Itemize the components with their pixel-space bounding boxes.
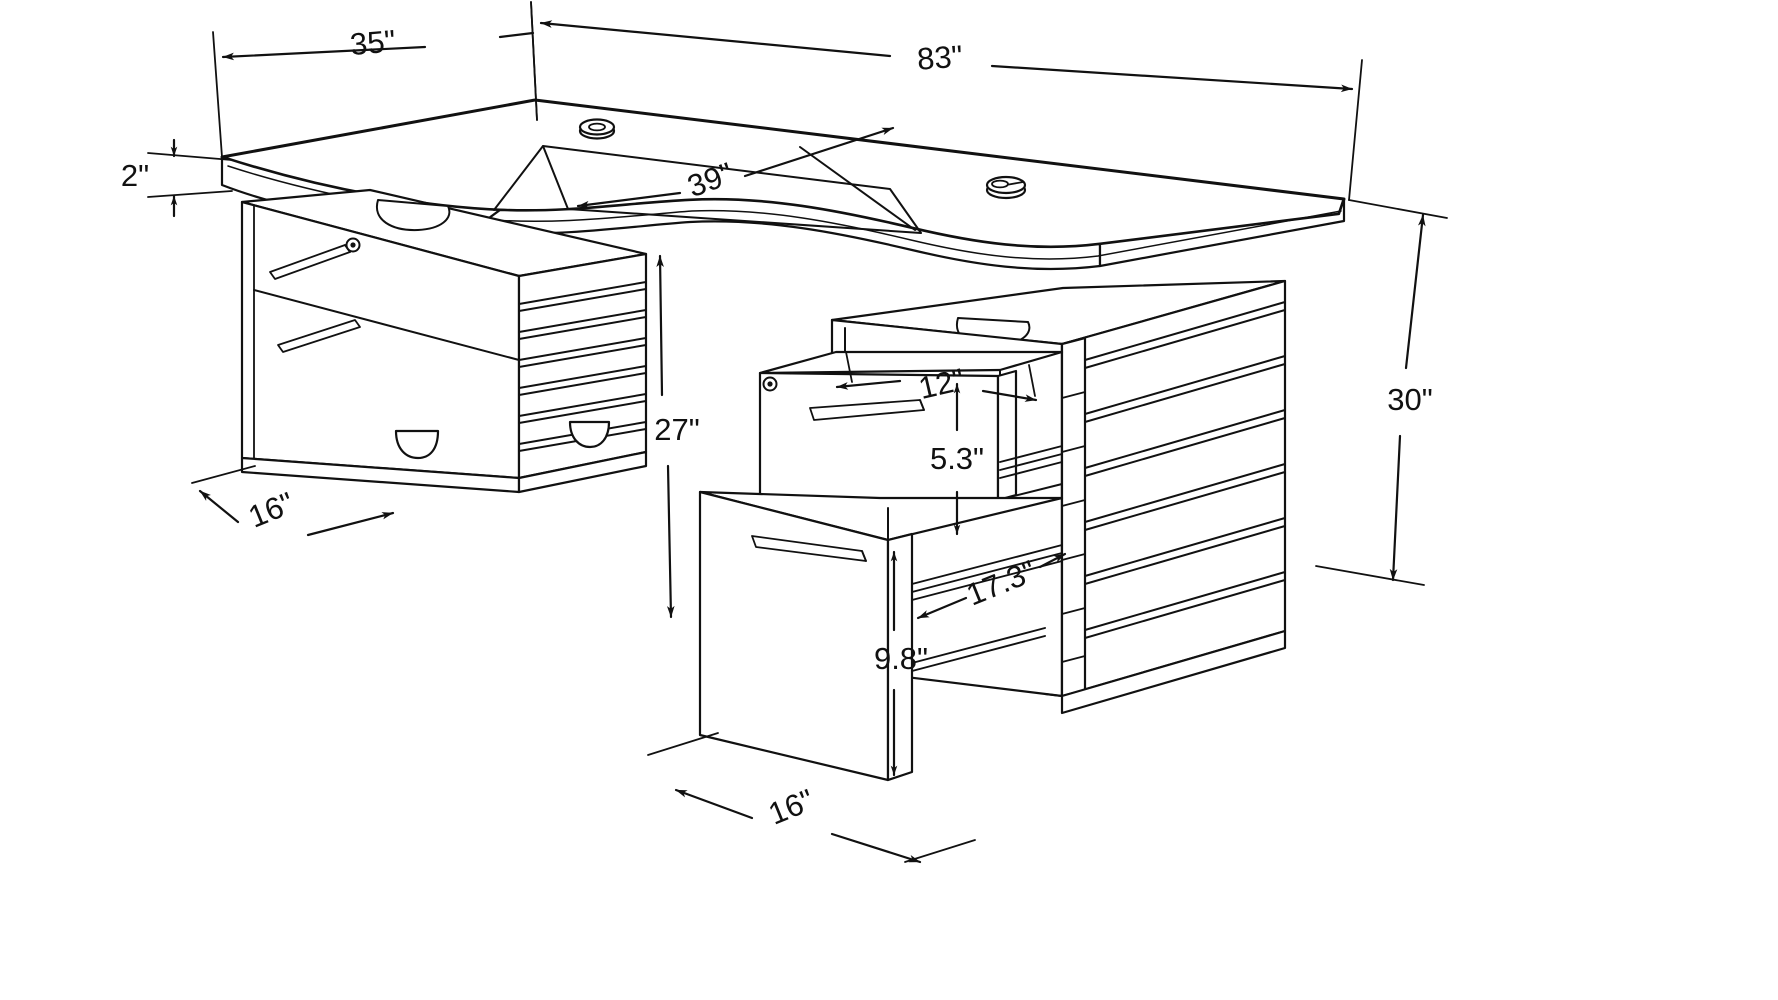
ext-line-30-top bbox=[1348, 199, 1448, 219]
dim-line-30-up bbox=[1404, 213, 1426, 370]
dim-line-173-left bbox=[916, 596, 968, 620]
left-ped-glide-back bbox=[568, 420, 611, 449]
dim-top-width bbox=[530, 1, 1363, 201]
dim-line-16L-right bbox=[306, 511, 395, 537]
ext-line-16L-a bbox=[191, 465, 256, 484]
right-ped-base bbox=[1060, 629, 1287, 715]
left-pedestal bbox=[240, 188, 648, 494]
dim-label-box-drawer-height: 5.3" bbox=[930, 441, 984, 476]
ext-line-12-b bbox=[1028, 364, 1036, 397]
dim-label-left-ped-depth: 16" bbox=[243, 485, 298, 534]
ext-line-2-top bbox=[147, 152, 233, 161]
dim-line-39-dl bbox=[576, 191, 682, 209]
box-drawer-handle[interactable] bbox=[809, 399, 925, 421]
dim-label-file-drawer-height: 9.8" bbox=[874, 641, 928, 676]
dim-label-knee-height: 27" bbox=[654, 412, 700, 447]
dim-box-drawer-width bbox=[835, 351, 1038, 402]
box-drawer-top-rim bbox=[758, 350, 1064, 375]
right-ped-box-drawer[interactable] bbox=[758, 350, 1064, 524]
dim-line-35-left bbox=[221, 45, 427, 61]
dim-label-top-thickness: 2" bbox=[121, 158, 149, 193]
left-ped-cable-cutout bbox=[375, 199, 451, 232]
ext-line-35-a bbox=[212, 31, 223, 158]
dim-file-drawer-width bbox=[916, 552, 1067, 620]
ext-line-83-b bbox=[1348, 59, 1363, 201]
right-ped-corner-post bbox=[1060, 336, 1087, 698]
box-drawer-lock-icon bbox=[762, 376, 778, 392]
dim-label-top-width: 83" bbox=[916, 39, 964, 77]
dim-line-16L-left bbox=[198, 489, 240, 524]
grommet-right bbox=[985, 175, 1027, 200]
right-ped-base-front bbox=[1044, 693, 1063, 697]
dim-top-thickness bbox=[147, 138, 233, 218]
left-ped-drawer-divider bbox=[253, 289, 520, 361]
dim-line-30-down bbox=[1389, 434, 1402, 582]
left-ped-glide-front bbox=[394, 429, 440, 460]
dim-line-39-ur bbox=[743, 126, 895, 178]
file-drawer-handle[interactable] bbox=[751, 535, 867, 562]
ext-line-16R-a bbox=[647, 732, 719, 756]
ext-line-30-bot bbox=[1315, 565, 1425, 586]
ext-line-16R-b bbox=[904, 839, 976, 863]
left-ped-lock-icon bbox=[345, 237, 361, 253]
box-drawer-slides bbox=[999, 445, 1063, 479]
dim-line-173-right bbox=[1038, 552, 1067, 569]
grommet-left bbox=[578, 118, 616, 140]
file-drawer-slides bbox=[911, 544, 1063, 672]
dim-line-12-right bbox=[981, 389, 1038, 402]
desktop-inlay-seam-right bbox=[799, 146, 916, 231]
left-ped-drawer2-handle[interactable] bbox=[277, 319, 361, 353]
dim-overall-height bbox=[1315, 199, 1448, 586]
dim-line-27-down bbox=[666, 464, 675, 619]
dim-return-diagonal bbox=[576, 126, 895, 209]
ext-line-83-a bbox=[530, 1, 538, 121]
dim-left-ped-depth bbox=[191, 465, 395, 537]
dimension-annotations bbox=[147, 1, 1448, 864]
file-drawer-front-panel bbox=[698, 490, 890, 782]
dim-line-83-right bbox=[990, 64, 1354, 93]
dim-right-ped-depth bbox=[647, 732, 976, 864]
dim-line-12-left bbox=[835, 379, 902, 390]
dim-line-83-left bbox=[539, 20, 892, 58]
desktop-inlay-seam-left bbox=[493, 145, 544, 211]
ext-line-2-bot bbox=[147, 190, 233, 198]
dim-knee-height bbox=[656, 254, 675, 619]
box-drawer-front-edge bbox=[996, 369, 1018, 502]
dim-line-16R-right bbox=[830, 832, 922, 864]
dim-label-right-ped-depth: 16" bbox=[763, 782, 818, 831]
dim-line-16R-left bbox=[674, 788, 754, 820]
desktop-inlay-panel bbox=[542, 145, 922, 234]
dim-label-top-depth: 35" bbox=[349, 23, 397, 62]
right-ped-slat-group bbox=[1084, 301, 1286, 639]
left-ped-base-side bbox=[517, 450, 648, 494]
dim-line-35-right bbox=[498, 31, 535, 39]
right-ped-post-seams bbox=[1061, 391, 1086, 663]
dim-line-27-up bbox=[656, 254, 664, 397]
dim-label-overall-height: 30" bbox=[1387, 382, 1433, 417]
ext-line-12-a bbox=[845, 351, 853, 383]
